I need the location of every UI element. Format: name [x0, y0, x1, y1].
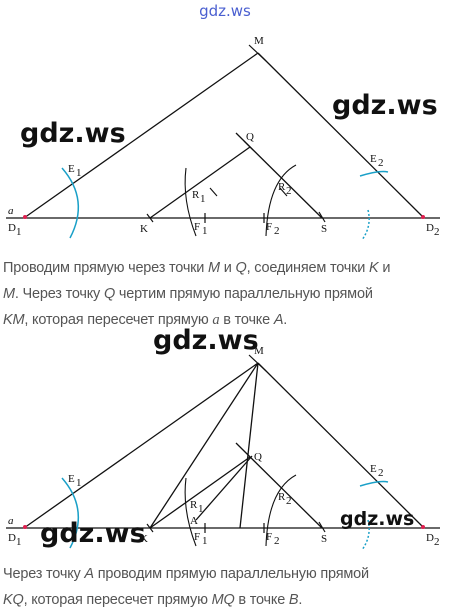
label-Q: Q	[254, 451, 262, 463]
label-D2-sub: 2	[434, 536, 440, 548]
watermark-fig2-right: gdz.ws	[340, 508, 415, 530]
watermark-fig2-left: gdz.ws	[40, 518, 146, 549]
figure-1-labels: M Q E 1 E 2 R 1 R 2 a D 1 K F 1 F 2 S D …	[8, 35, 440, 238]
label-M: M	[254, 345, 264, 357]
label-D2: D	[426, 222, 434, 234]
label-E1-sub: 1	[76, 167, 82, 179]
label-R1: R	[190, 499, 198, 511]
figure-1-lines	[6, 44, 440, 240]
label-D2: D	[426, 532, 434, 544]
label-a: a	[8, 515, 14, 527]
label-A: A	[190, 515, 198, 527]
label-F2: F	[266, 221, 272, 233]
label-R2-sub: 2	[286, 185, 292, 197]
label-E2-sub: 2	[378, 157, 384, 169]
label-D2-sub: 2	[434, 226, 440, 238]
label-K: K	[140, 533, 148, 545]
label-D1-sub: 1	[16, 536, 22, 548]
label-K: K	[140, 223, 148, 235]
label-M: M	[254, 35, 264, 47]
label-Q: Q	[246, 131, 254, 143]
label-D1-sub: 1	[16, 226, 22, 238]
label-E1: E	[68, 163, 75, 175]
label-E1-sub: 1	[76, 477, 82, 489]
figure-2-labels: M Q E 1 E 2 R 1 R 2 A a D 1 K F 1 F 2 S …	[8, 345, 440, 548]
label-R1: R	[192, 189, 200, 201]
label-F1: F	[194, 221, 200, 233]
figure-1-construction: M Q E 1 E 2 R 1 R 2 a D 1 K F 1 F 2 S D …	[6, 35, 440, 240]
label-F1: F	[194, 531, 200, 543]
label-E2: E	[370, 463, 377, 475]
paragraph-1: Проводим прямую через точки M и Q, соеди…	[3, 260, 391, 328]
figure-2-lines	[6, 354, 440, 551]
label-F1-sub: 1	[202, 225, 208, 237]
label-E2: E	[370, 153, 377, 165]
label-R1-sub: 1	[198, 503, 204, 515]
watermark-mid: gdz.ws	[153, 325, 259, 356]
watermark-fig1-right: gdz.ws	[332, 90, 438, 121]
label-F2: F	[266, 531, 272, 543]
paragraph-2: Через точку A проводим прямую параллельн…	[3, 566, 369, 608]
label-D1: D	[8, 222, 16, 234]
label-E1: E	[68, 473, 75, 485]
figure-2-construction: M Q E 1 E 2 R 1 R 2 A a D 1 K F 1 F 2 S …	[6, 345, 440, 551]
label-F2-sub: 2	[274, 225, 280, 237]
label-R1-sub: 1	[200, 193, 206, 205]
label-S: S	[321, 533, 327, 545]
watermark-top: gdz.ws	[199, 2, 251, 20]
label-E2-sub: 2	[378, 467, 384, 479]
label-a: a	[8, 205, 14, 217]
label-R2: R	[278, 181, 286, 193]
label-D1: D	[8, 532, 16, 544]
label-R2-sub: 2	[286, 495, 292, 507]
label-F2-sub: 2	[274, 535, 280, 547]
label-R2: R	[278, 491, 286, 503]
watermark-fig1-left: gdz.ws	[20, 118, 126, 149]
label-S: S	[321, 223, 327, 235]
label-F1-sub: 1	[202, 535, 208, 547]
